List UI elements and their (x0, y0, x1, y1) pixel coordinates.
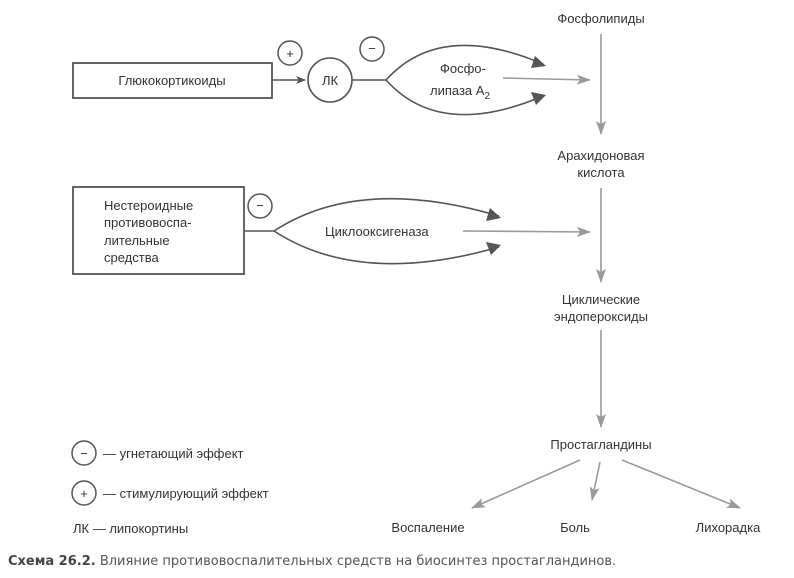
glucocorticoids-label: Глюкокортикоиды (118, 73, 225, 88)
arachidonic-label-1: Арахидоновая (557, 148, 644, 163)
arrowhead-phospholipase-bottom (531, 92, 546, 105)
minus-sign-circle-nsaid (247, 193, 273, 219)
endoperoxides-label-2: эндопероксиды (554, 309, 648, 324)
endoperoxides-label-1: Циклические (562, 292, 640, 307)
arrow-cox-to-pathway (462, 226, 591, 237)
legend-minus-symbol: − (80, 446, 88, 461)
plus-sign-circle (277, 40, 303, 66)
plus-sign: + (286, 46, 294, 61)
nsaid-label-3: лительные (104, 233, 170, 248)
caption-label: Схема 26.2. (8, 554, 96, 569)
prostaglandins-label: Простагландины (550, 437, 651, 452)
arrowhead-cox-top (486, 208, 501, 221)
nsaid-label-2: противовоспа- (104, 215, 192, 230)
legend-plus-circle (71, 480, 97, 506)
legend-lk-text: ЛК — липокортины (73, 521, 188, 536)
phospholipase-label-1: Фосфо- (440, 61, 486, 76)
arrowhead-phospholipase-top (531, 56, 546, 68)
cyclooxygenase-label: Циклооксигеназа (325, 224, 429, 239)
nsaid-label-4: средства (104, 250, 159, 265)
arrow-to-inflammation (471, 459, 581, 509)
arrowhead-cox-bottom (486, 242, 501, 255)
figure-caption: Схема 26.2. Влияние противовоспалительны… (8, 554, 616, 569)
minus-sign-top: − (368, 41, 376, 56)
phospholipase-label-2: липаза А2 (430, 83, 490, 102)
arrow-to-pain (589, 461, 601, 501)
pain-label: Боль (560, 520, 590, 535)
phospholipase-shape (385, 44, 544, 116)
legend-plus-symbol: + (80, 486, 88, 501)
phospholipids-label: Фосфолипиды (557, 11, 644, 26)
legend-stimulate-text: — стимулирующий эффект (103, 486, 269, 501)
arrow-to-fever (621, 459, 741, 509)
inflammation-label: Воспаление (391, 520, 464, 535)
minus-sign-nsaid: − (256, 198, 264, 213)
phospholipase-label-2-main: липаза А (430, 83, 485, 98)
cyclooxygenase-shape (273, 197, 500, 265)
fever-label: Лихорадка (696, 520, 761, 535)
nsaid-label-1: Нестероидные (104, 198, 193, 213)
arachidonic-label-2: кислота (577, 165, 625, 180)
caption-text: Влияние противовоспалительных средств на… (95, 554, 617, 569)
legend-inhibit-text: — угнетающий эффект (103, 446, 244, 461)
phospholipase-subscript: 2 (484, 91, 490, 102)
legend-minus-circle (71, 440, 97, 466)
minus-sign-circle-top (359, 36, 385, 62)
lk-label: ЛК (322, 73, 339, 88)
arrow-phospholipase-to-pathway (502, 74, 591, 85)
